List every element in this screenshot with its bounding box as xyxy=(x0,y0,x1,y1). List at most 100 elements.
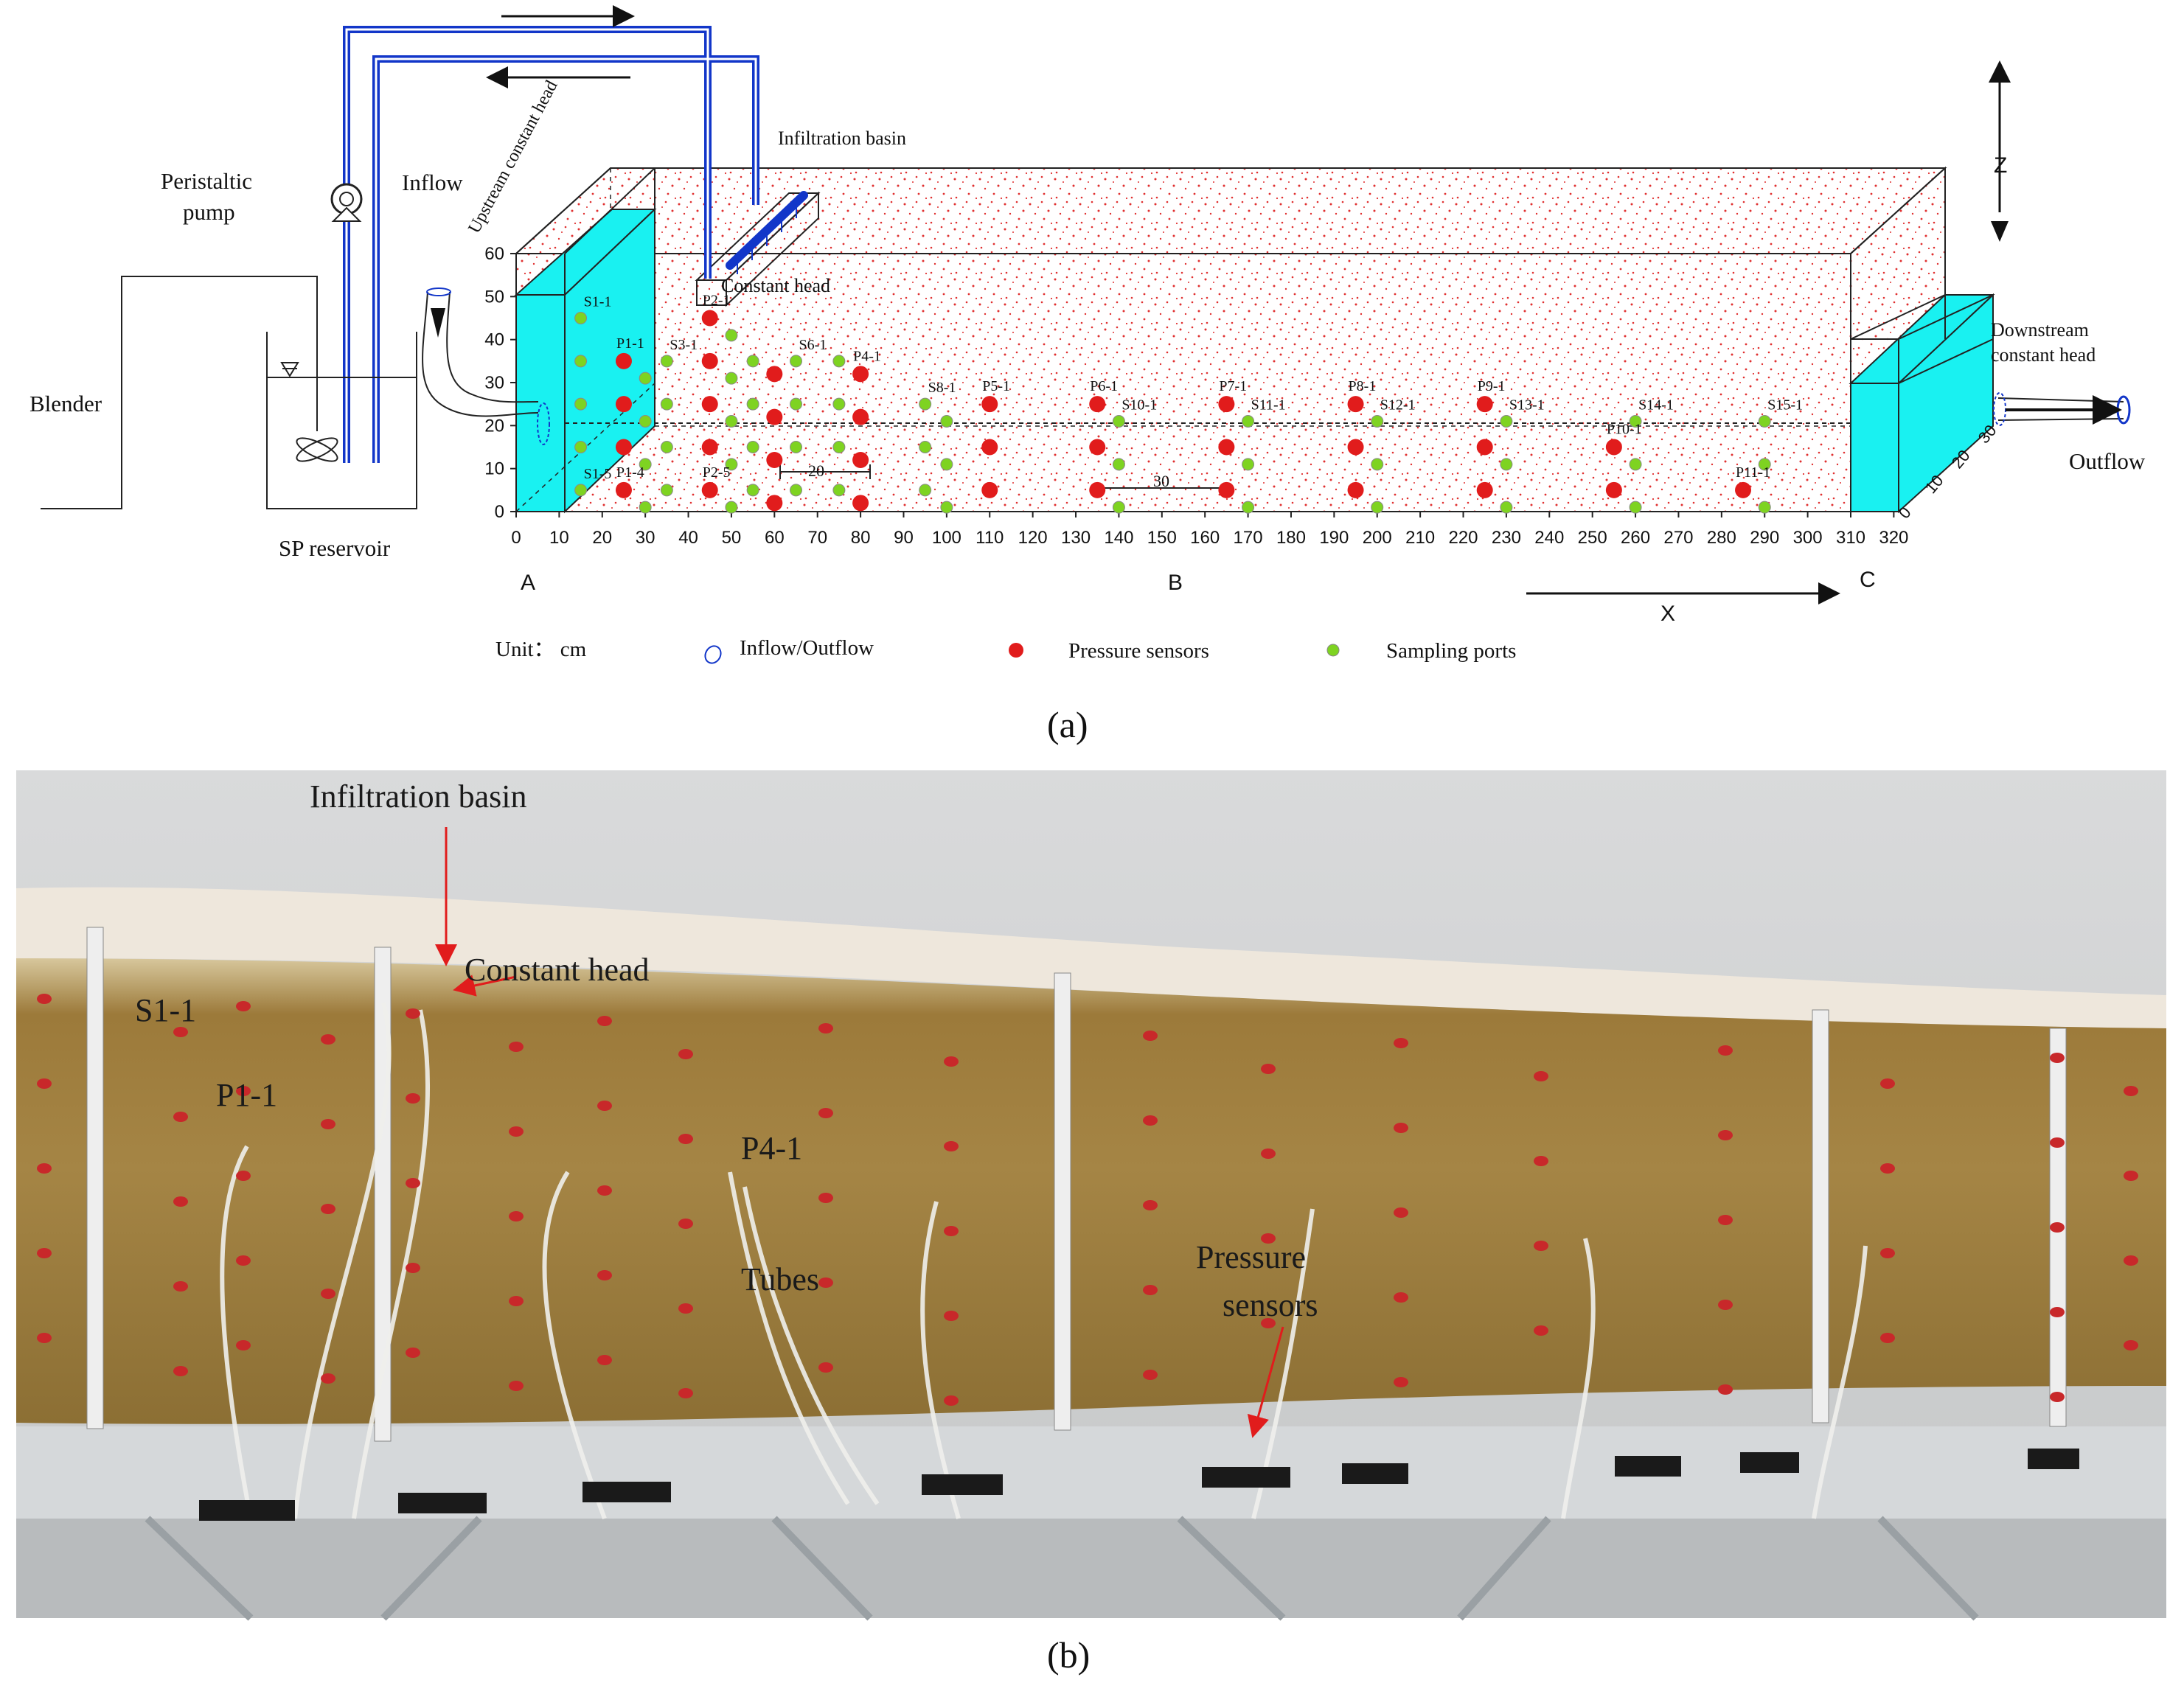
sampling-port xyxy=(574,397,588,411)
pressure-sensor-label: P1-4 xyxy=(616,464,644,481)
inflow-label: Inflow xyxy=(402,170,463,195)
blender-outline xyxy=(41,276,318,509)
pressure-sensor-label: P5-1 xyxy=(982,378,1010,394)
photo-sensor-dot xyxy=(818,1362,833,1373)
sampling-port xyxy=(746,355,759,368)
photo-tubes-label: Tubes xyxy=(741,1261,819,1297)
sampling-port-label: S14-1 xyxy=(1638,397,1674,414)
point-c-label: C xyxy=(1860,568,1876,592)
panel-a-caption: (a) xyxy=(1047,704,1088,745)
photo-sensor-dot xyxy=(509,1296,524,1306)
legend-inflow-text: Inflow/Outflow xyxy=(740,636,874,660)
pressure-sensor xyxy=(1089,481,1106,498)
x-tick-label: 290 xyxy=(1750,528,1779,548)
sampling-port xyxy=(1629,415,1642,428)
sand-box-front-face xyxy=(515,253,1851,512)
photo-sensor-dot xyxy=(2124,1255,2138,1266)
z-tick-label: 0 xyxy=(495,502,504,522)
photo-sensor-dot xyxy=(1261,1233,1276,1244)
x-tick-label: 0 xyxy=(511,528,521,548)
photo-sensor-dot xyxy=(509,1381,524,1391)
sampling-port xyxy=(832,484,846,497)
legend-sensor-icon xyxy=(1009,643,1023,658)
scale-30-label: 30 xyxy=(1153,472,1169,490)
sampling-port xyxy=(660,484,673,497)
legend-unit: Unit： cm xyxy=(495,638,587,661)
sampling-port xyxy=(1500,415,1513,428)
peristaltic-pump-icon xyxy=(330,183,363,222)
x-tick-label: 70 xyxy=(807,528,827,548)
photo-pressure-sensors xyxy=(37,994,2138,1406)
sampling-port xyxy=(574,312,588,324)
x-tick-label: 180 xyxy=(1276,528,1306,548)
photo-sensor-dot xyxy=(1880,1333,1895,1343)
photo-sensor-dot xyxy=(1718,1215,1733,1225)
pressure-sensor xyxy=(1089,396,1106,413)
blender-label: Blender xyxy=(29,391,102,416)
sampling-port xyxy=(725,501,738,514)
sampling-port xyxy=(940,458,953,471)
z-tick-label: 10 xyxy=(484,459,504,479)
sampling-port xyxy=(1371,415,1384,428)
pressure-sensor-label: P1-1 xyxy=(616,335,644,352)
photo-sensor-dot xyxy=(944,1141,959,1151)
pump-label-line1: Peristaltic xyxy=(161,168,252,194)
pressure-sensor xyxy=(701,352,718,369)
photo-sensor-dot xyxy=(1143,1200,1158,1210)
photo-sensor-dot xyxy=(678,1134,693,1144)
photo-sensor-dot xyxy=(1261,1064,1276,1074)
sampling-port-label: S10-1 xyxy=(1121,397,1157,414)
x-tick-label: 280 xyxy=(1707,528,1736,548)
sampling-port xyxy=(1758,458,1771,471)
pressure-sensor-label: P11-1 xyxy=(1736,464,1770,481)
photo-sensor-dot xyxy=(236,1255,251,1266)
pressure-sensor xyxy=(615,352,632,369)
photo-infiltration-basin-label: Infiltration basin xyxy=(310,778,527,815)
photo-s1-1-label: S1-1 xyxy=(135,992,196,1028)
pressure-sensor xyxy=(981,481,998,498)
pressure-sensor xyxy=(701,481,718,498)
downstream-label-line1: Downstream xyxy=(1991,319,2089,341)
pressure-sensor xyxy=(1347,481,1364,498)
photo-sensor-dot xyxy=(236,1340,251,1350)
photo-p1-1-label: P1-1 xyxy=(216,1077,277,1113)
sampling-port xyxy=(639,372,652,385)
x-tick-label: 250 xyxy=(1578,528,1607,548)
infiltration-basin-label: Infiltration basin xyxy=(778,128,906,149)
photo-sensor-dot xyxy=(597,1185,612,1196)
photo-sensor-dot xyxy=(1143,1115,1158,1126)
sampling-port-label: S3-1 xyxy=(670,337,698,353)
photo-sensor-dot xyxy=(597,1270,612,1280)
pressure-sensor-label: P8-1 xyxy=(1349,378,1377,394)
photo-sensor-dot xyxy=(818,1108,833,1118)
photo-sensor-dot xyxy=(1394,1207,1408,1218)
x-tick-label: 110 xyxy=(976,528,1004,548)
sampling-port xyxy=(1500,458,1513,471)
sampling-port xyxy=(725,415,738,428)
steel-frame-beam xyxy=(16,1426,2166,1519)
pressure-sensor xyxy=(615,481,632,498)
sampling-port-label: S15-1 xyxy=(1767,397,1803,414)
sampling-port-label: S6-1 xyxy=(799,337,827,353)
sampling-port xyxy=(1112,458,1125,471)
photo-sensor-dot xyxy=(1534,1071,1548,1081)
panel-b-caption: (b) xyxy=(1047,1634,1090,1676)
sampling-port xyxy=(725,329,738,342)
sampling-port xyxy=(1112,501,1125,514)
photo-sensor-dot xyxy=(173,1196,188,1207)
photo-sensor-dot xyxy=(1534,1325,1548,1336)
infiltration-drips xyxy=(737,206,797,274)
sampling-port xyxy=(574,355,588,368)
x-tick-label: 140 xyxy=(1104,528,1133,548)
inflow-tube xyxy=(422,291,539,417)
sampling-port xyxy=(1112,415,1125,428)
photo-sensor-dot xyxy=(406,1093,420,1104)
photo-sensor-dot xyxy=(509,1126,524,1137)
upstream-label: Upstream constant head xyxy=(465,77,561,237)
sampling-port xyxy=(725,458,738,471)
photo-sensor-dot xyxy=(2124,1171,2138,1181)
